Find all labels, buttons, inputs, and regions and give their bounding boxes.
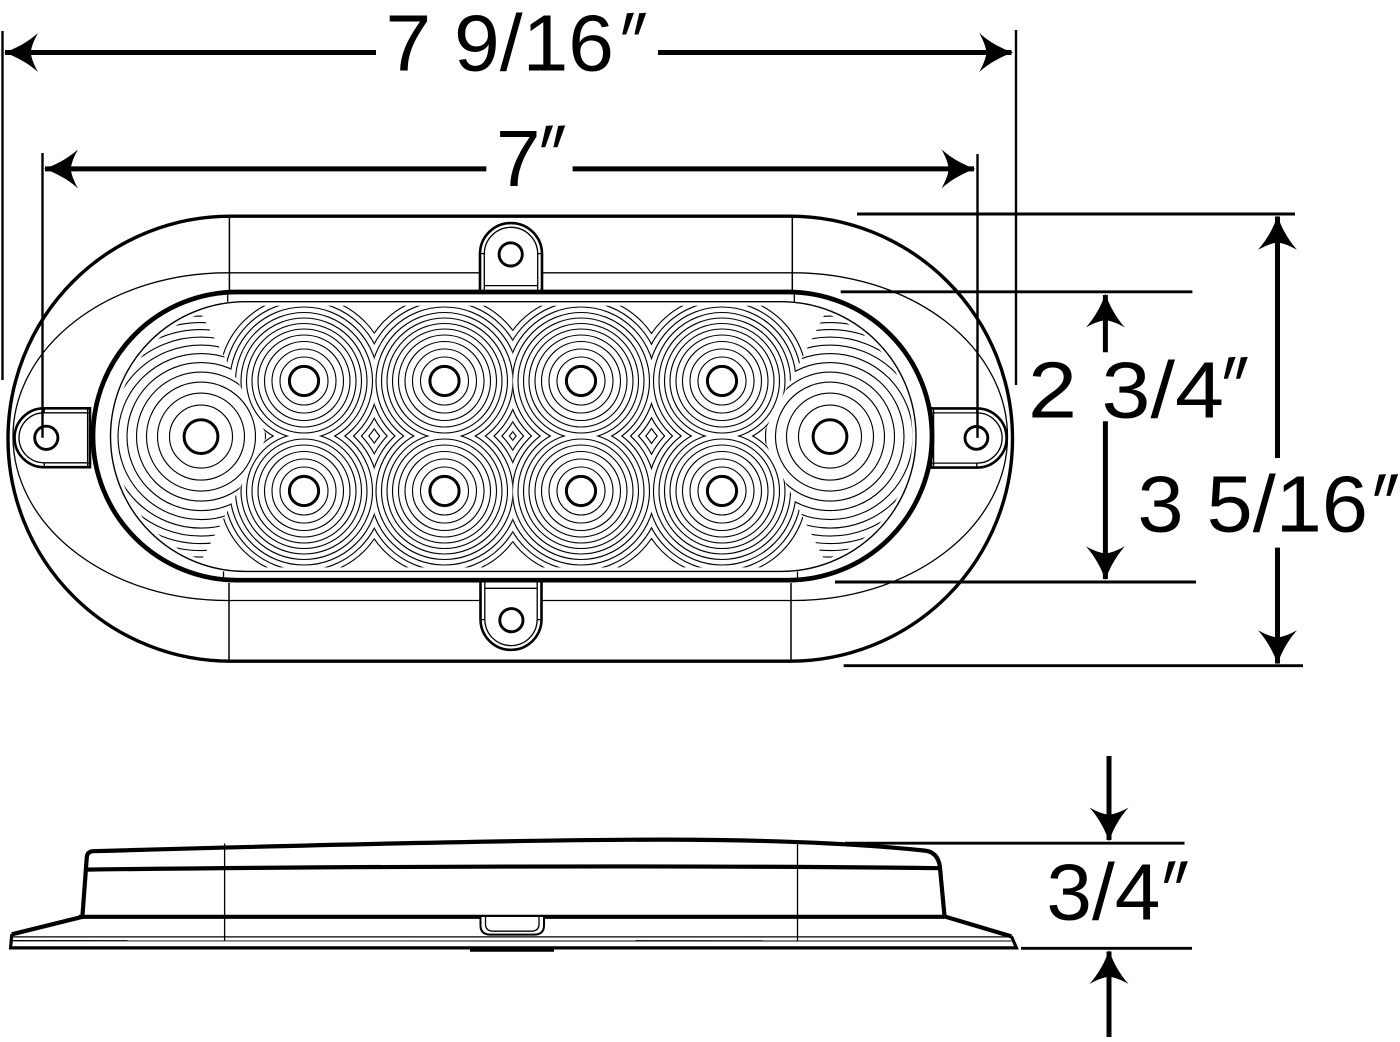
svg-text:7 9/16: 7 9/16	[386, 0, 615, 88]
svg-text:7: 7	[496, 114, 541, 203]
svg-text:3/4: 3/4	[1046, 848, 1160, 937]
svg-text:3 5/16: 3 5/16	[1138, 459, 1369, 548]
svg-text:2 3/4: 2 3/4	[1028, 346, 1224, 435]
